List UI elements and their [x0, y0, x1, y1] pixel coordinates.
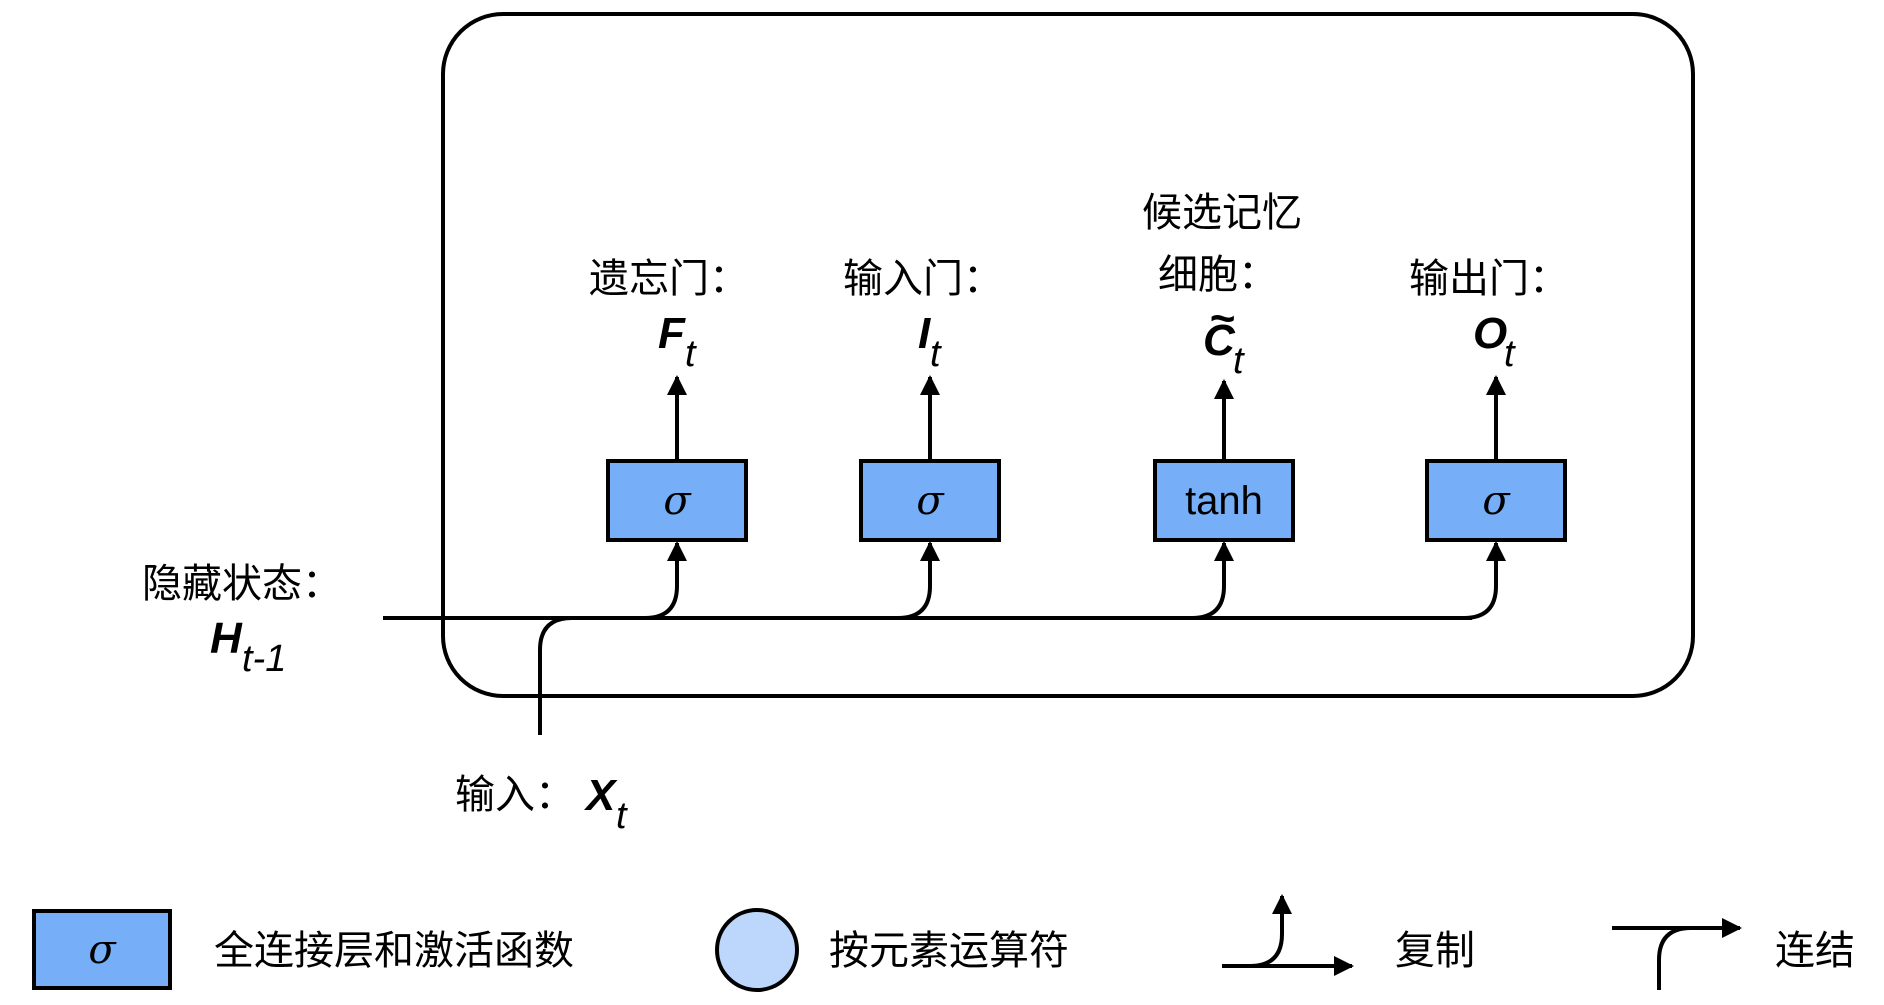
- forget-gate-sub: t: [685, 333, 697, 375]
- forget-gate: σ: [606, 459, 748, 542]
- hidden-state-sub: t-1: [242, 638, 286, 680]
- candidate-cell-var: C: [1203, 316, 1236, 365]
- input-gate: σ: [859, 459, 1001, 542]
- legend-fc-label: 全连接层和激活函数: [214, 928, 574, 974]
- legend-copy-label: 复制: [1395, 928, 1475, 974]
- forget-gate-box: [606, 459, 748, 542]
- legend-fc-layer: σ 全连接层和激活函数: [32, 909, 574, 990]
- legend-concat-branch: [1657, 926, 1692, 990]
- legend-fc-box: [32, 909, 172, 990]
- candidate-cell: tanh: [1153, 459, 1295, 542]
- legend-elementwise: 按元素运算符: [715, 908, 1069, 992]
- legend-concat: 连结: [1612, 918, 1855, 990]
- legend: σ 全连接层和激活函数 按元素运算符 复制 连结: [32, 894, 1855, 992]
- hidden-state-label: 隐藏状态：: [142, 561, 342, 607]
- hidden-state-var: H: [210, 614, 243, 663]
- output-gate-box: [1425, 459, 1567, 542]
- branch-forget-gate: [644, 541, 687, 620]
- branch-output-gate: [1463, 541, 1506, 620]
- input-sub: t: [616, 795, 628, 837]
- branch-candidate-cell: [1191, 541, 1234, 620]
- forget-gate-label: 遗忘门：: [589, 256, 749, 302]
- candidate-cell-tilde: ~: [1209, 294, 1235, 343]
- input-gate-var: I: [918, 309, 931, 358]
- input-gate-func: σ: [916, 478, 945, 524]
- forget-gate-func: σ: [663, 478, 692, 524]
- output-gate-var: O: [1473, 309, 1507, 358]
- candidate-cell-box: [1153, 459, 1295, 542]
- legend-elementwise-label: 按元素运算符: [829, 928, 1069, 974]
- candidate-cell-label: 细胞：: [1158, 252, 1278, 298]
- candidate-cell-func: tanh: [1185, 479, 1263, 523]
- output-gate-sub: t: [1504, 333, 1516, 375]
- forget-gate-var: F: [658, 309, 686, 358]
- input-gate-label: 输入门：: [843, 256, 1003, 302]
- input-var: X: [583, 771, 618, 820]
- input-gate-box: [859, 459, 1001, 542]
- cell-frame: [441, 12, 1695, 698]
- output-gate-func: σ: [1482, 478, 1511, 524]
- legend-elementwise-circle: [715, 908, 799, 992]
- input-line: [538, 616, 573, 735]
- output-gate: σ: [1425, 459, 1567, 542]
- legend-copy-branch: [1249, 894, 1292, 968]
- legend-fc-symbol: σ: [88, 927, 117, 973]
- candidate-cell-label-line1: 候选记忆: [1142, 190, 1302, 236]
- legend-copy: 复制: [1222, 894, 1475, 976]
- candidate-cell-sub: t: [1233, 340, 1245, 382]
- input-label: 输入：: [455, 772, 575, 818]
- input-gate-sub: t: [930, 333, 942, 375]
- legend-concat-label: 连结: [1775, 928, 1855, 974]
- output-gate-label: 输出门：: [1409, 256, 1569, 302]
- branch-input-gate: [897, 541, 940, 620]
